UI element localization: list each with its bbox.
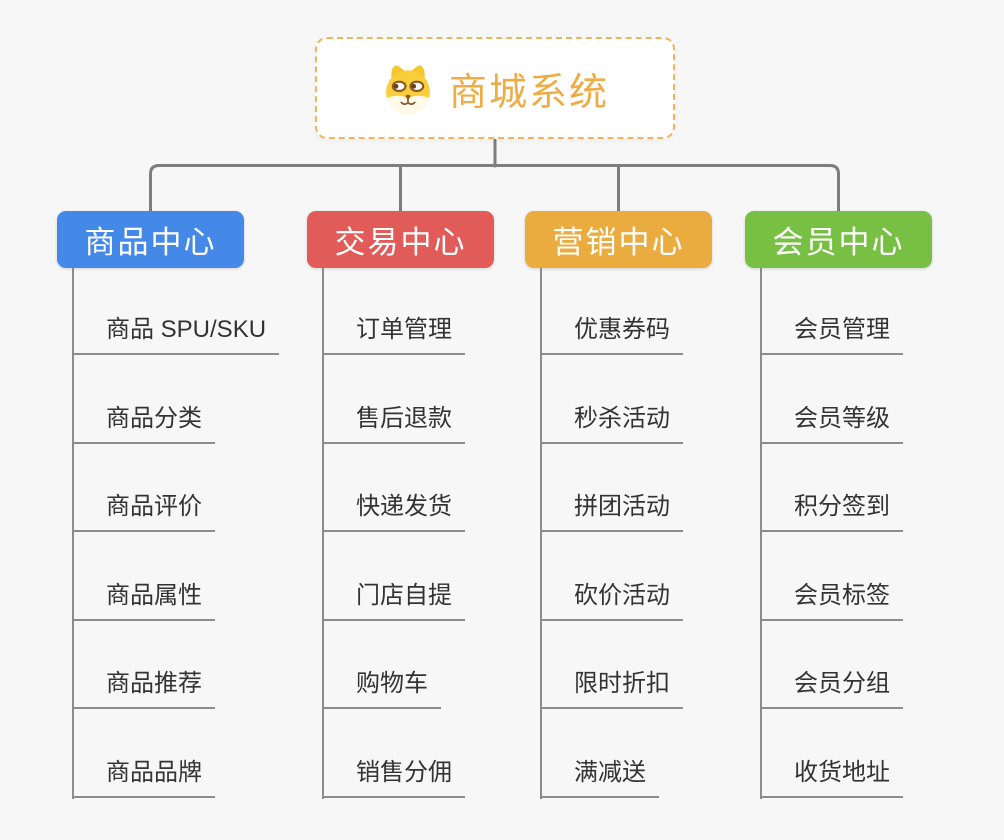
subtopic[interactable]: 销售分佣 [322,758,465,798]
subtopic[interactable]: 限时折扣 [540,669,683,709]
subtopic[interactable]: 会员管理 [760,315,903,355]
subtopic[interactable]: 会员分组 [760,669,903,709]
branch-topic-member-center[interactable]: 会员中心 [745,211,932,268]
subtopic[interactable]: 商品属性 [72,581,215,621]
branch-trunk-line [760,268,762,799]
branch-trunk-line [322,268,324,799]
branch-topic-trade-center[interactable]: 交易中心 [307,211,494,268]
subtopic[interactable]: 门店自提 [322,581,465,621]
branch-trade-center: 交易中心 订单管理 售后退款 快递发货 门店自提 购物车 销售分佣 [307,211,567,811]
subtopic[interactable]: 积分签到 [760,492,903,532]
root-topic[interactable]: 商城系统 [315,37,675,139]
subtopic[interactable]: 商品评价 [72,492,215,532]
dog-face-icon [386,65,430,115]
subtopic[interactable]: 订单管理 [322,315,465,355]
subtopic[interactable]: 会员等级 [760,404,903,444]
root-topic-title: 商城系统 [448,71,609,114]
branch-product-center: 商品中心 商品 SPU/SKU 商品分类 商品评价 商品属性 商品推荐 商品品牌 [57,211,317,811]
subtopic[interactable]: 秒杀活动 [540,404,683,444]
subtopic[interactable]: 会员标签 [760,581,903,621]
branch-trunk-line [540,268,542,799]
subtopic[interactable]: 拼团活动 [540,492,683,532]
subtopic[interactable]: 商品推荐 [72,669,215,709]
subtopic[interactable]: 商品分类 [72,404,215,444]
subtopic[interactable]: 满减送 [540,758,659,798]
subtopic[interactable]: 快递发货 [322,492,465,532]
subtopic[interactable]: 砍价活动 [540,581,683,621]
subtopic[interactable]: 收货地址 [760,758,903,798]
branch-trunk-line [72,268,74,799]
subtopic[interactable]: 购物车 [322,669,441,709]
subtopic[interactable]: 售后退款 [322,404,465,444]
subtopic[interactable]: 商品 SPU/SKU [72,315,280,355]
branch-topic-product-center[interactable]: 商品中心 [57,211,244,268]
branch-marketing-center: 营销中心 优惠券码 秒杀活动 拼团活动 砍价活动 限时折扣 满减送 [525,211,785,811]
branch-topic-marketing-center[interactable]: 营销中心 [525,211,712,268]
subtopic[interactable]: 商品品牌 [72,758,215,798]
branch-member-center: 会员中心 会员管理 会员等级 积分签到 会员标签 会员分组 收货地址 [745,211,1004,811]
subtopic[interactable]: 优惠券码 [540,315,683,355]
